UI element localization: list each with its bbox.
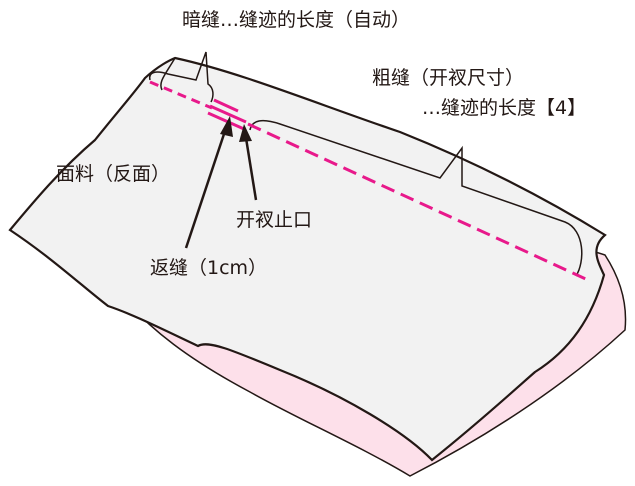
main-fabric [8,56,607,462]
label-backstitch: 返缝（1cm） [150,257,267,279]
label-blind-stitch: 暗缝…缝迹的长度（自动） [182,9,410,31]
seam-line-blind [149,80,213,110]
label-slit-stop: 开衩止口 [236,209,312,231]
label-baste-title: 粗缝（开衩尺寸） [372,67,524,89]
arrow-backstitch [184,116,233,249]
fold-edge [160,57,176,91]
label-fabric-side: 面料（反面） [56,163,170,185]
bracket-baste [249,119,583,277]
label-baste-length: …缝迹的长度【4】 [422,97,586,119]
arrow-slit-stop [239,124,258,201]
backstitch-marks [207,98,247,131]
bracket-blind-stitch [148,51,214,103]
